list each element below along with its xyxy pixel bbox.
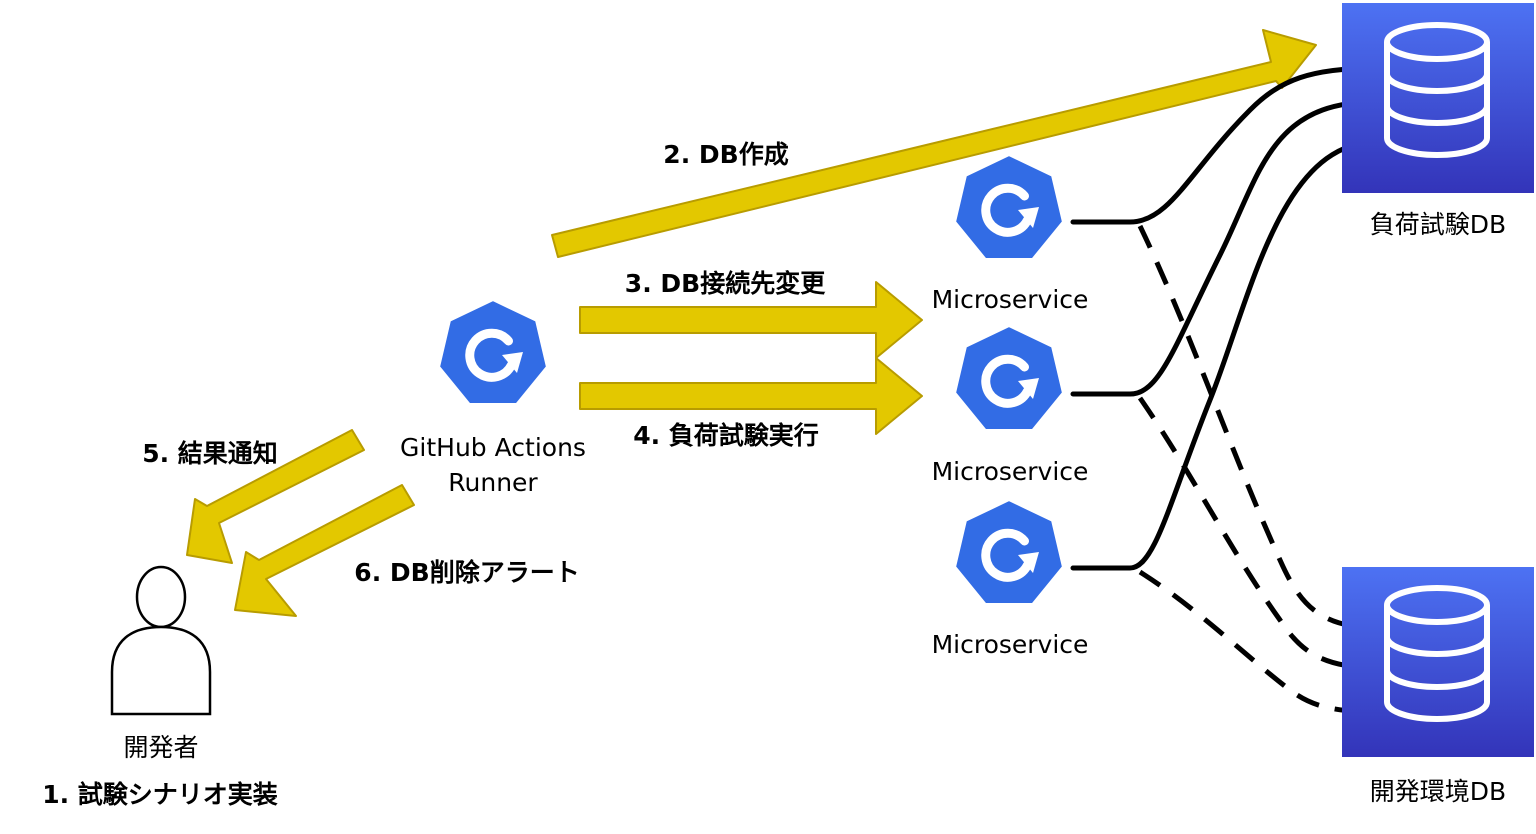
- dev-db-bg: [1342, 567, 1534, 757]
- microservice1-label: Microservice: [932, 285, 1089, 314]
- run-test-arrow: [579, 357, 923, 435]
- step-run-test-label: 4. 負荷試験実行: [633, 421, 819, 450]
- notify-arrow: [186, 429, 365, 564]
- loadtest-db-bg: [1342, 3, 1534, 193]
- solid-connections: [1070, 57, 1383, 571]
- ms2-to-dev-db: [1137, 396, 1385, 679]
- database-icon: [1384, 22, 1490, 158]
- ms2-to-loadtest-db: [1070, 90, 1383, 397]
- step-implement-label: 1. 試験シナリオ実装: [42, 780, 278, 809]
- step-create-db-label: 2. DB作成: [663, 140, 788, 169]
- step-change-db-label: 3. DB接続先変更: [625, 269, 826, 298]
- runner-label-line1: GitHub Actions: [400, 433, 586, 462]
- ms1-to-dev-db: [1137, 224, 1385, 639]
- microservice1-k8s-icon: [954, 154, 1064, 260]
- dev-db-node: [1342, 567, 1534, 757]
- step-delete-alert-label: 6. DB削除アラート: [354, 558, 579, 587]
- microservice2-label: Microservice: [932, 457, 1089, 486]
- step-notify-label: 5. 結果通知: [142, 439, 278, 468]
- developer-label: 開発者: [123, 733, 198, 762]
- microservice3-k8s-icon: [954, 499, 1064, 605]
- runner-label-line2: Runner: [448, 468, 538, 497]
- delete-alert-arrow: [234, 484, 415, 617]
- create-db-arrow: [551, 29, 1317, 258]
- database-icon: [1384, 585, 1490, 722]
- loadtest-db-node: [1342, 3, 1534, 193]
- user-icon: [110, 565, 212, 716]
- microservice3-label: Microservice: [932, 630, 1089, 659]
- change-db-arrow: [579, 281, 923, 359]
- dashed-connections: [1137, 224, 1385, 723]
- dev-db-label: 開発環境DB: [1370, 777, 1506, 806]
- ms3-to-dev-db: [1138, 569, 1385, 723]
- ms3-to-loadtest-db: [1070, 130, 1383, 571]
- loadtest-db-label: 負荷試験DB: [1370, 210, 1506, 239]
- microservice2-k8s-icon: [954, 325, 1064, 431]
- runner-k8s-icon: [438, 299, 548, 405]
- ms1-to-loadtest-db: [1070, 57, 1383, 225]
